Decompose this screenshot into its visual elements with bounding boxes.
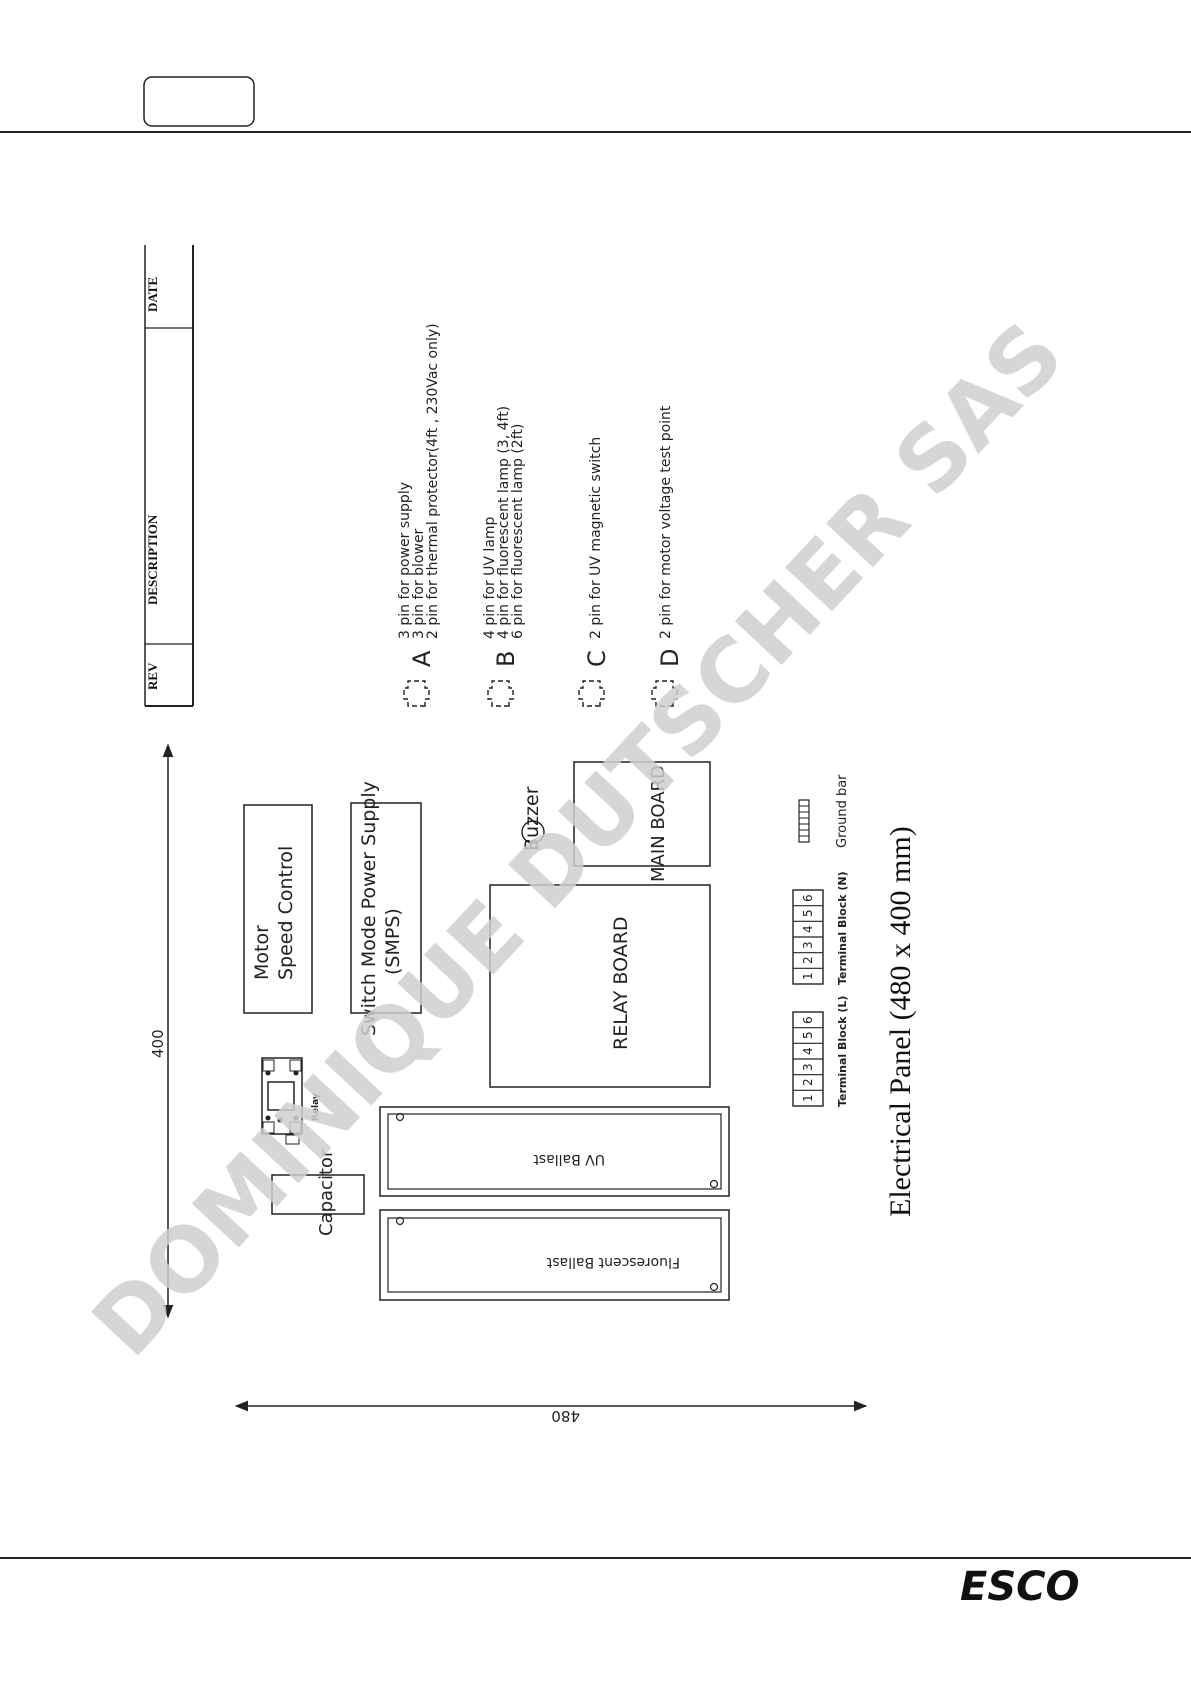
- terminal-block-l: 1 2 3 4 5 6 Terminal Block (L): [792, 996, 849, 1107]
- motor-label-line-1: Motor: [251, 925, 273, 980]
- connector-b-line-3: 6 pin for fluorescent lamp (2ft): [510, 424, 526, 639]
- connector-a-line-2: 3 pin for blower: [411, 528, 427, 639]
- connector-c-line-1: 2 pin for UV magnetic switch: [588, 437, 604, 639]
- motor-label-line-2: Speed Control: [275, 846, 297, 980]
- fluorescent-ballast-label: Fluorescent Ballast: [546, 1254, 680, 1270]
- dimension-400-label: 400: [149, 1029, 167, 1058]
- connector-d-line-1: 2 pin for motor voltage test point: [658, 405, 674, 639]
- connector-a-line-3: 2 pin for thermal protector(4ft , 230Vac…: [425, 323, 441, 639]
- connector-a-letter: A: [408, 650, 436, 667]
- smps-label-line-1: Switch Mode Power Supply: [358, 781, 380, 1036]
- description-header: DESCRIPTION: [145, 514, 160, 605]
- capacitor-label: Capacitor: [316, 1149, 337, 1236]
- relay: Relay: [261, 1057, 321, 1145]
- relay-board: RELAY BOARD: [489, 884, 711, 1088]
- connector-b-symbol: [487, 680, 514, 707]
- relay-board-label: RELAY BOARD: [610, 916, 632, 1050]
- dimension-400: 400: [149, 743, 174, 1319]
- terminal-block-l-dividers: [793, 1027, 823, 1091]
- connector-b-line-2: 4 pin for fluorescent lamp (3, 4ft): [496, 406, 512, 639]
- dimension-480: 480: [234, 1400, 868, 1425]
- date-header: DATE: [145, 277, 160, 312]
- connector-legend: A 3 pin for power supply 3 pin for blowe…: [397, 323, 684, 707]
- terminal-block-l-label: Terminal Block (L): [836, 996, 849, 1107]
- terminal-l-1: 1: [801, 1094, 815, 1102]
- drawing-title: Electrical Panel (480 x 400 mm): [884, 826, 917, 1217]
- connector-a-line-1: 3 pin for power supply: [397, 482, 413, 639]
- uv-ballast-label: UV Ballast: [533, 1151, 605, 1167]
- ground-bar-label: Ground bar: [835, 774, 850, 848]
- terminal-block-n-label: Terminal Block (N): [836, 871, 849, 985]
- watermark: DOMINIQUE DUTSCHER SAS: [72, 303, 1082, 1376]
- buzzer-label: Buzzer: [521, 786, 543, 851]
- motor-speed-control: Motor Speed Control: [243, 804, 313, 1014]
- connector-b-line-1: 4 pin for UV lamp: [482, 516, 498, 639]
- terminal-l-6: 6: [801, 1016, 815, 1024]
- terminal-n-4: 4: [801, 925, 815, 933]
- terminal-l-3: 3: [801, 1063, 815, 1071]
- uv-ballast: UV Ballast: [379, 1106, 730, 1197]
- esco-logo: ESCO: [960, 1564, 1080, 1610]
- buzzer: Buzzer: [521, 786, 545, 851]
- terminal-l-5: 5: [801, 1031, 815, 1039]
- smps-label-line-2: (SMPS): [382, 908, 404, 975]
- terminal-block-n: 1 2 3 4 5 6 Terminal Block (N): [792, 871, 849, 985]
- terminal-block-n-dividers: [793, 905, 823, 969]
- fluorescent-ballast: Fluorescent Ballast: [379, 1209, 730, 1301]
- terminal-n-2: 2: [801, 956, 815, 964]
- relay-label: Relay: [311, 1093, 321, 1121]
- capacitor: Capacitor: [271, 1149, 365, 1236]
- connector-d-symbol: [651, 680, 678, 707]
- connector-d-letter: D: [656, 649, 684, 667]
- connector-c-letter: C: [583, 650, 611, 667]
- terminal-n-5: 5: [801, 909, 815, 917]
- connector-c-symbol: [578, 680, 605, 707]
- terminal-l-2: 2: [801, 1078, 815, 1086]
- header-page-box: [143, 76, 255, 127]
- terminal-n-6: 6: [801, 894, 815, 902]
- connector-a-symbol: [403, 680, 430, 707]
- main-board: MAIN BOARD: [573, 761, 711, 882]
- rev-header: REV: [145, 662, 160, 690]
- dimension-480-label: 480: [551, 1407, 580, 1425]
- main-board-label: MAIN BOARD: [648, 765, 669, 882]
- terminal-l-4: 4: [801, 1047, 815, 1055]
- terminal-n-1: 1: [801, 972, 815, 980]
- terminal-n-3: 3: [801, 941, 815, 949]
- ground-bar: Ground bar: [798, 774, 850, 848]
- smps-block: Switch Mode Power Supply (SMPS): [350, 781, 422, 1036]
- revision-table: REV DESCRIPTION DATE: [144, 245, 194, 707]
- connector-b-letter: B: [492, 651, 520, 667]
